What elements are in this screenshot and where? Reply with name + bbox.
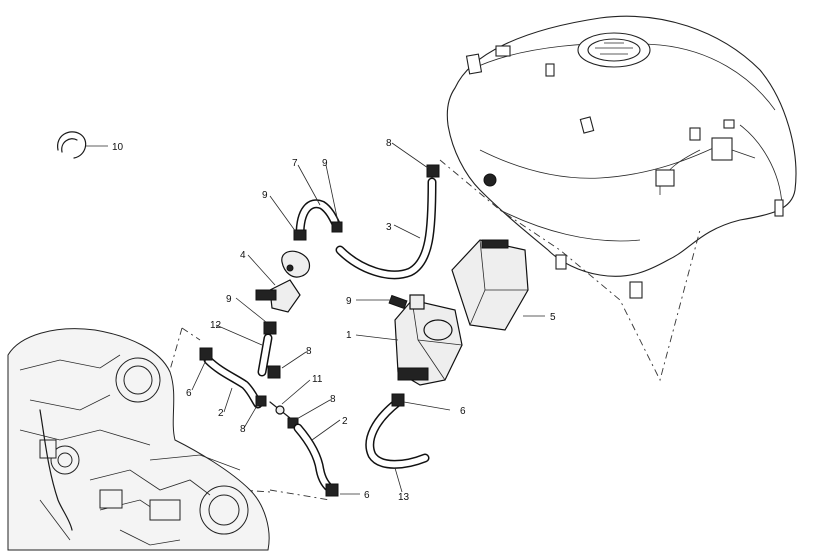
- callout-8: 8: [386, 138, 392, 149]
- engine-block: [7, 328, 270, 551]
- callout-2: 2: [218, 408, 224, 419]
- canister-cover: [451, 239, 529, 331]
- callout-8: 8: [240, 424, 246, 435]
- fuel-tank: [446, 15, 797, 299]
- callout-labels: 1 2 2 3 4 5 6 6 6 7 8 8 8 8 8 9 9 9 9 10…: [112, 138, 556, 503]
- tank-sensor: [711, 137, 733, 161]
- callout-9: 9: [226, 294, 232, 305]
- callout-1: 1: [346, 330, 352, 341]
- callout-9: 9: [322, 158, 328, 169]
- callout-8: 8: [330, 394, 336, 405]
- callout-9: 9: [262, 190, 268, 201]
- hose-2-right: [293, 423, 339, 497]
- charcoal-canister: [388, 294, 463, 386]
- callout-13: 13: [398, 492, 410, 503]
- hose-3: [335, 164, 440, 280]
- callout-2: 2: [342, 416, 348, 427]
- leader-lines: [191, 142, 545, 495]
- callout-6: 6: [364, 490, 370, 501]
- callout-11: 11: [312, 374, 323, 385]
- clip-8-top: [426, 164, 440, 178]
- callout-8: 8: [306, 346, 312, 357]
- callout-6: 6: [460, 406, 466, 417]
- callout-6: 6: [186, 388, 192, 399]
- hose-clamp: [57, 131, 108, 159]
- callout-4: 4: [240, 250, 246, 261]
- callout-5: 5: [550, 312, 556, 323]
- hose-13: [365, 393, 430, 469]
- tank-bolt: [545, 63, 555, 77]
- hose-12: [257, 321, 281, 379]
- hose-2-left: [199, 347, 263, 409]
- valve-4: [255, 250, 311, 313]
- callout-10: 10: [112, 142, 124, 153]
- connector-11: [255, 395, 299, 429]
- callout-3: 3: [386, 222, 392, 233]
- callout-7: 7: [292, 158, 298, 169]
- callout-9: 9: [346, 296, 352, 307]
- hose-7: [293, 199, 343, 241]
- callout-12: 12: [210, 320, 222, 331]
